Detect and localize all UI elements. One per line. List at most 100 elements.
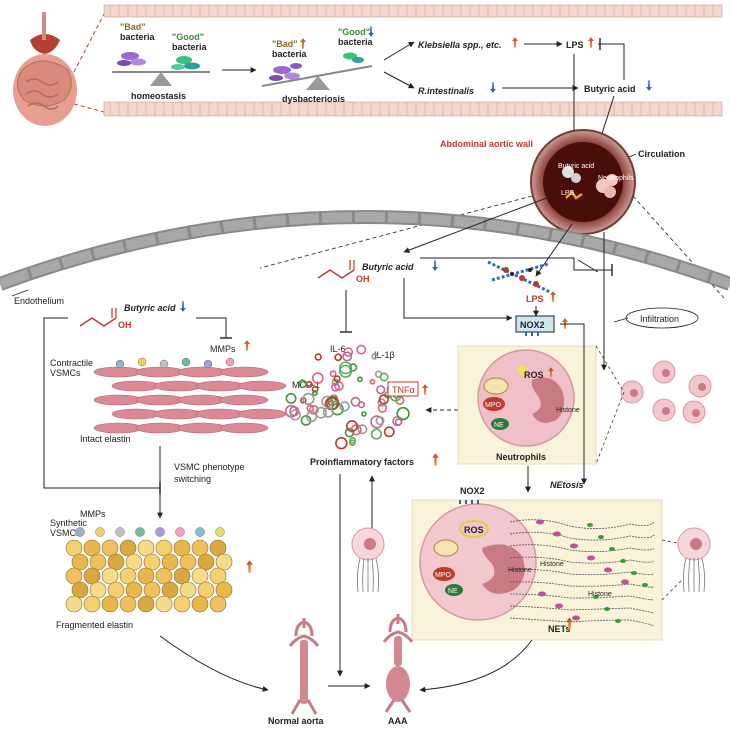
cytokine <box>338 364 353 378</box>
synthetic-vsmc <box>209 567 227 585</box>
synthetic-up-arrow <box>246 560 253 573</box>
contractile-vsmc <box>135 366 185 378</box>
mmp-particle <box>215 527 225 537</box>
endothelium-label: Endothelium <box>14 296 64 306</box>
nets-histone-3: Histone <box>588 591 612 598</box>
nets-histone-2: Histone <box>540 561 564 568</box>
mmp-particle <box>115 359 125 369</box>
synthetic-vsmc <box>101 567 119 585</box>
nox2-box <box>515 315 555 333</box>
synthetic-vsmc <box>197 581 215 599</box>
synthetic-vsmc <box>173 539 191 557</box>
center-butyric-label: Butyric acid <box>362 262 414 272</box>
cytokine <box>344 427 355 438</box>
neutrophil-nucleus <box>662 369 670 377</box>
mmp-particle <box>115 527 125 537</box>
immune-cell-nucleus <box>364 538 376 550</box>
bad-bacteria-icon-2 <box>269 63 302 81</box>
aorta-cross-section: Butyric acid Neutrophils LPS <box>530 129 636 235</box>
contractile-vsmc <box>111 408 161 420</box>
synthetic-vsmc <box>155 567 173 585</box>
nets-ne-granule <box>445 584 463 596</box>
immune-cell-process <box>701 557 706 593</box>
circulation-label: Circulation <box>638 149 685 159</box>
contractile-vsmc <box>237 408 287 420</box>
mmp-particle <box>195 527 205 537</box>
cytokine <box>315 406 327 419</box>
center-butyric-down-arrow <box>432 260 438 271</box>
dysbacteriosis-label: dysbacteriosis <box>282 94 345 104</box>
immune-cell-nucleus <box>690 538 702 550</box>
center-lps-up-arrow <box>550 291 556 302</box>
cytokine <box>375 416 385 426</box>
cytokine <box>311 372 324 384</box>
net-strand <box>509 569 655 576</box>
fragmented-elastin-label: Fragmented elastin <box>56 620 133 630</box>
infiltration-bubble <box>625 307 699 329</box>
contractile-vsmc-layer <box>93 357 287 434</box>
intestinal-epithelium-top <box>103 4 723 18</box>
mmps-up-arrow-top <box>244 340 250 351</box>
mmps-label-bottom: MMPs <box>80 509 106 519</box>
ne-bead <box>615 619 621 623</box>
gut-organ-icon <box>13 12 77 126</box>
immune-cell-process <box>697 557 700 593</box>
cytokine <box>356 376 363 383</box>
contractile-vsmc <box>219 422 269 434</box>
cytokine <box>308 404 319 415</box>
contractile-vsmc <box>135 422 185 434</box>
zoom-line-bottom <box>73 103 105 113</box>
cytokine <box>335 436 348 450</box>
mmp-particle <box>155 527 165 537</box>
synthetic-vsmc <box>143 581 161 599</box>
immune-cell-process <box>688 557 691 593</box>
synthetic-vsmc <box>125 553 143 571</box>
cytokine <box>302 392 315 406</box>
synthetic-vsmc-layer <box>65 527 233 613</box>
cytokine <box>357 424 368 435</box>
contractile-vsmc <box>219 366 269 378</box>
tnfa-up-arrow <box>422 384 428 395</box>
synthetic-vsmc <box>101 539 119 557</box>
net-strand <box>509 531 655 541</box>
synthetic-vsmc <box>161 581 179 599</box>
gut-lps-up-arrow <box>588 37 594 48</box>
oh-center: OH <box>356 274 370 284</box>
synthetic-vsmc <box>173 595 191 613</box>
synthetic-vsmc <box>137 567 155 585</box>
contractile-vsmc <box>93 366 143 378</box>
zoom-line-top <box>73 13 105 73</box>
ros-label: ROS <box>524 370 544 380</box>
good-quote-1: "Good" <box>172 32 204 42</box>
cytokine <box>305 410 318 423</box>
synthetic-vsmc <box>65 595 83 613</box>
synthetic-label: Synthetic <box>50 518 88 528</box>
nets-histone-1: Histone <box>508 567 532 574</box>
aaa-label: AAA <box>388 716 408 726</box>
contractile-vsmc <box>135 394 185 406</box>
bad-up-arrow <box>300 38 306 49</box>
synthetic-vsmc <box>119 539 137 557</box>
r-intestinalis-label: R.intestinalis <box>418 86 474 96</box>
synthetic-vsmc <box>179 581 197 599</box>
cytokine <box>339 401 350 412</box>
nets-ne-label: NE <box>448 588 458 595</box>
contractile-vsmc <box>153 408 203 420</box>
cytokine <box>342 351 353 362</box>
gut-lps-label: LPS <box>566 40 584 50</box>
cytokine <box>311 385 319 393</box>
cytokine <box>356 344 367 355</box>
synthetic-vsmc <box>119 595 137 613</box>
synthetic-vsmc <box>89 581 107 599</box>
synthetic-vsmc <box>101 595 119 613</box>
cytokine <box>361 411 367 417</box>
cytokine <box>377 403 388 413</box>
synthetic-vsmc <box>155 595 173 613</box>
contractile-vsmc <box>177 366 227 378</box>
nets-mpo-granule <box>433 567 455 581</box>
bad-bacteria-icon <box>117 52 146 66</box>
synthetic-vsmc <box>71 553 89 571</box>
cytokine-cluster <box>284 344 411 450</box>
cytokine <box>285 392 297 404</box>
